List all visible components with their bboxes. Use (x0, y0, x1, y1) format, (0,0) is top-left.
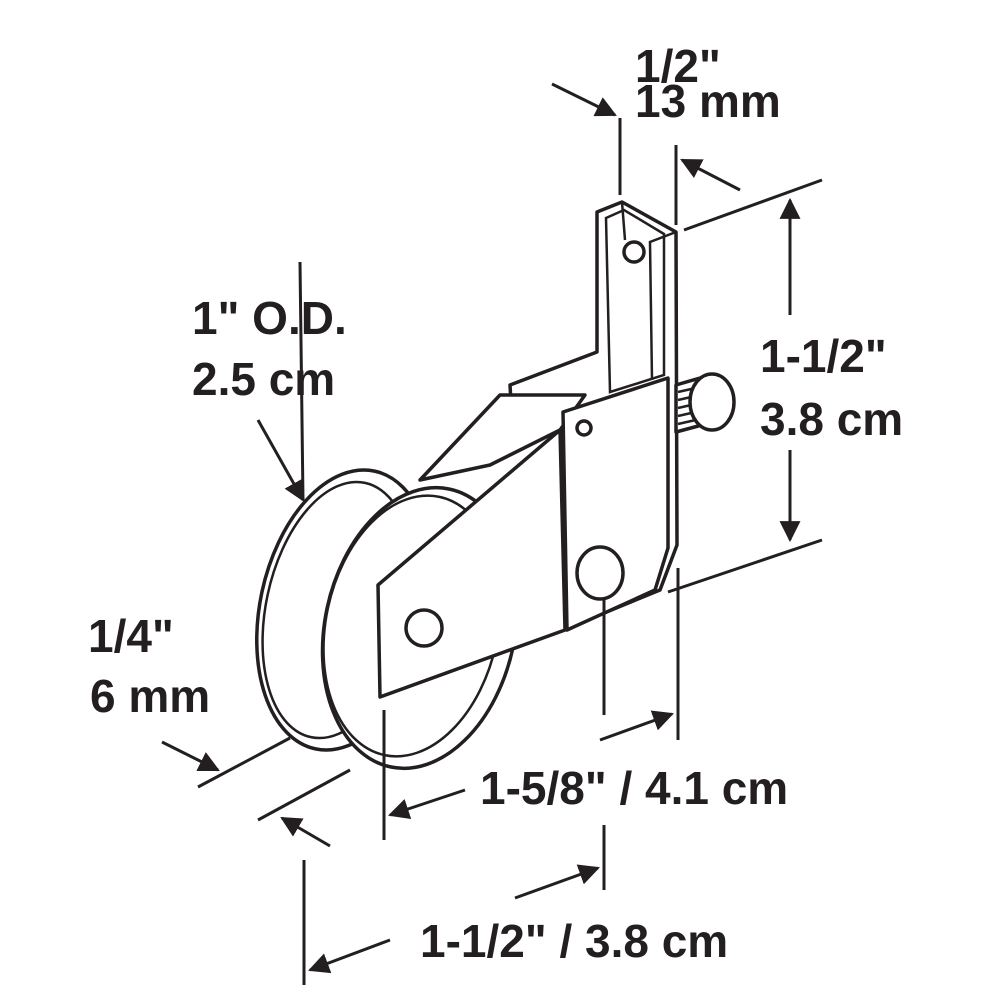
bracket-width-metric: 13 mm (635, 75, 781, 127)
bracket-width-imperial: 1/2" (635, 40, 721, 92)
mounting-bracket (376, 200, 736, 699)
wheel-diameter-metric: 2.5 cm (192, 353, 335, 405)
wheel-diameter-imperial: 1" O.D. (192, 292, 347, 344)
wheel-width-metric: 6 mm (90, 670, 210, 722)
bracket-height-metric: 3.8 cm (760, 393, 903, 445)
dimension-lines (161, 82, 823, 985)
wheel-to-axle-label: 1-1/2" / 3.8 cm (420, 915, 728, 967)
axle-to-back-label: 1-5/8" / 4.1 cm (480, 762, 788, 814)
wheel-width-imperial: 1/4" (88, 610, 174, 662)
bracket-height-imperial: 1-1/2" (760, 330, 887, 382)
